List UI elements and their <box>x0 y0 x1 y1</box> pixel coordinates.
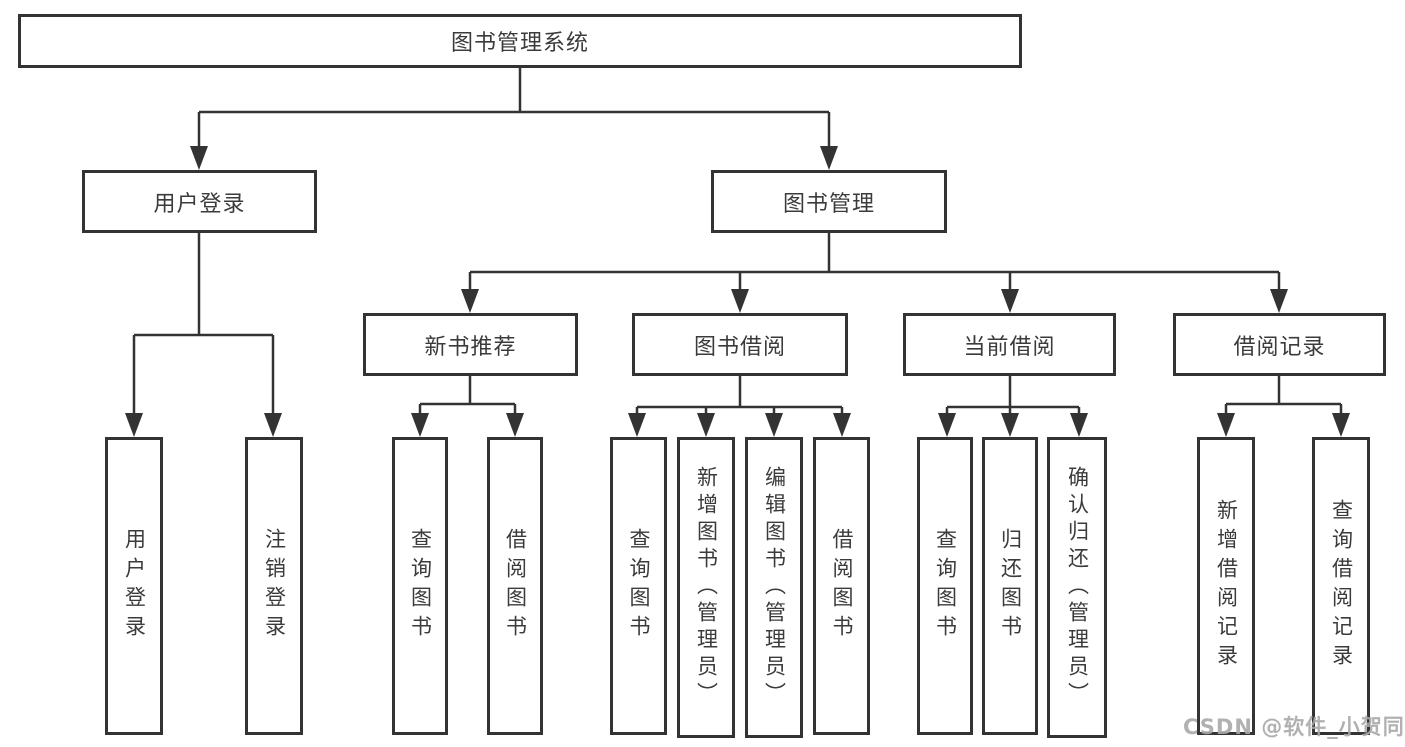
node-library-system-label: 图书管理系统 <box>450 31 589 56</box>
node-leaf-user-login: 用户登录 <box>105 437 163 735</box>
node-leaf-add-books-admin: 新增图书（管理员） <box>677 437 735 738</box>
node-borrow-records: 借阅记录 <box>1173 313 1386 376</box>
node-leaf-borrow-books-1-label: 借阅图书 <box>503 528 528 644</box>
arrowhead-leaf7 <box>765 413 783 437</box>
arrowhead-leaf4 <box>506 413 524 437</box>
node-leaf-borrow-books-1: 借阅图书 <box>487 437 543 735</box>
node-user-login-label: 用户登录 <box>153 191 246 217</box>
node-leaf-logout: 注销登录 <box>245 437 303 735</box>
node-current-borrow-label: 当前借阅 <box>963 334 1056 360</box>
node-library-system: 图书管理系统 <box>18 14 1022 68</box>
node-leaf-query-borrow-record: 查询借阅记录 <box>1312 437 1370 735</box>
node-book-borrow: 图书借阅 <box>632 313 848 376</box>
csdn-watermark: CSDN @软件_小贺同学 <box>1183 715 1405 739</box>
node-leaf-edit-books-admin-label: 编辑图书（管理员） <box>762 466 787 709</box>
node-leaf-query-books-1-label: 查询图书 <box>408 528 433 644</box>
arrowhead-leaf5 <box>628 413 646 437</box>
arrowhead-leaf8 <box>833 413 851 437</box>
arrowhead-book-mgmt <box>820 146 838 170</box>
node-new-book-recommend-label: 新书推荐 <box>424 334 517 360</box>
arrowhead-current-borrow <box>1001 289 1019 313</box>
arrowhead-leaf12 <box>1217 413 1235 437</box>
node-leaf-query-books-2-label: 查询图书 <box>627 528 651 644</box>
arrowhead-user-login <box>190 146 208 170</box>
node-leaf-borrow-books-2-label: 借阅图书 <box>830 528 854 644</box>
node-leaf-add-borrow-record-label: 新增借阅记录 <box>1214 499 1239 673</box>
arrowhead-leaf2 <box>264 413 282 437</box>
arrowhead-leaf1 <box>125 413 143 437</box>
node-leaf-user-login-label: 用户登录 <box>122 528 147 644</box>
arrowhead-leaf11 <box>1070 413 1088 437</box>
node-leaf-add-borrow-record: 新增借阅记录 <box>1197 437 1255 735</box>
node-book-management: 图书管理 <box>711 170 947 233</box>
arrowhead-new-book <box>461 289 479 313</box>
arrowhead-leaf13 <box>1332 413 1350 437</box>
arrowhead-borrow-records <box>1270 289 1288 313</box>
node-user-login: 用户登录 <box>82 170 317 233</box>
node-leaf-confirm-return-admin-label: 确认归还（管理员） <box>1065 466 1090 709</box>
node-leaf-query-books-2: 查询图书 <box>610 437 667 735</box>
node-leaf-borrow-books-2: 借阅图书 <box>813 437 870 735</box>
node-leaf-edit-books-admin: 编辑图书（管理员） <box>745 437 803 738</box>
node-leaf-return-books-label: 归还图书 <box>998 528 1023 644</box>
node-leaf-logout-label: 注销登录 <box>262 528 287 644</box>
arrowhead-leaf6 <box>697 413 715 437</box>
arrowhead-leaf3 <box>411 413 429 437</box>
node-leaf-query-books-3: 查询图书 <box>917 437 973 735</box>
node-book-borrow-label: 图书借阅 <box>693 334 786 360</box>
node-new-book-recommend: 新书推荐 <box>363 313 578 376</box>
node-leaf-confirm-return-admin: 确认归还（管理员） <box>1047 437 1107 738</box>
node-leaf-add-books-admin-label: 新增图书（管理员） <box>694 466 719 709</box>
node-leaf-query-books-3-label: 查询图书 <box>933 528 958 644</box>
node-current-borrow: 当前借阅 <box>903 313 1116 376</box>
node-leaf-return-books: 归还图书 <box>982 437 1038 735</box>
arrowhead-book-borrow <box>731 289 749 313</box>
node-leaf-query-borrow-record-label: 查询借阅记录 <box>1329 499 1354 673</box>
node-leaf-query-books-1: 查询图书 <box>392 437 448 735</box>
node-borrow-records-label: 借阅记录 <box>1233 334 1326 360</box>
node-book-management-label: 图书管理 <box>782 191 875 217</box>
arrowhead-leaf9 <box>938 413 956 437</box>
arrowhead-leaf10 <box>1001 413 1019 437</box>
